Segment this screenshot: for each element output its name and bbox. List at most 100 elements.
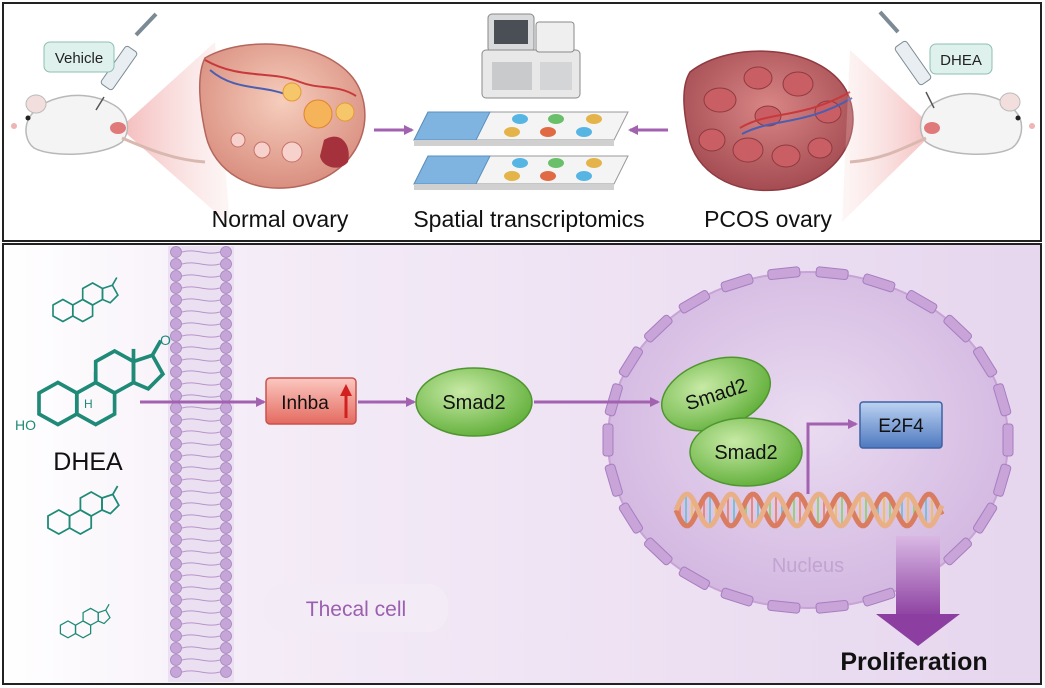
phospholipid-head <box>170 450 182 462</box>
thecal-cell-label: Thecal cell <box>306 598 406 621</box>
phospholipid-tail <box>181 658 221 662</box>
dhea-mouse <box>842 50 1035 222</box>
phospholipid-tail <box>181 334 221 338</box>
phospholipid-head <box>170 546 182 558</box>
phospholipid-tail <box>181 250 221 254</box>
phospholipid-head <box>220 642 232 654</box>
phospholipid-head <box>220 402 232 414</box>
phospholipid-head <box>170 378 182 390</box>
phospholipid-head <box>170 642 182 654</box>
syringe-right-icon <box>878 10 935 109</box>
e2f4-label: E2F4 <box>878 416 924 437</box>
phospholipid-tail <box>181 502 221 506</box>
phospholipid-head <box>170 534 182 546</box>
nuclear-pore <box>815 266 849 281</box>
phospholipid-head <box>220 582 232 594</box>
phospholipid-tail <box>181 322 221 326</box>
phospholipid-tail <box>181 670 221 674</box>
smad2-nuclear-a: Smad2 <box>660 356 772 432</box>
spatial-transcriptomics-label: Spatial transcriptomics <box>413 206 644 232</box>
nuclear-pore <box>720 587 754 607</box>
phospholipid-tail <box>181 622 221 626</box>
phospholipid-head <box>220 330 232 342</box>
phospholipid-head <box>170 402 182 414</box>
phospholipid-tail <box>181 634 221 638</box>
nuclear-pore <box>618 346 643 378</box>
phospholipid-head <box>220 618 232 630</box>
dhea-label: DHEA <box>53 448 123 476</box>
phospholipid-tail <box>181 454 221 458</box>
nuclear-pore <box>604 463 623 497</box>
phospholipid-head <box>220 534 232 546</box>
phospholipid-tail <box>181 562 221 566</box>
phospholipid-tail <box>181 538 221 542</box>
nuclear-pore <box>973 346 998 378</box>
phospholipid-head <box>170 414 182 426</box>
stereo-h-label: H <box>84 397 93 411</box>
nuclear-pore <box>678 566 711 591</box>
phospholipid-head <box>220 294 232 306</box>
proliferation-label: Proliferation <box>840 648 987 676</box>
nuclear-pore <box>720 273 754 293</box>
phospholipid-tail <box>181 574 221 578</box>
phospholipid-head <box>170 498 182 510</box>
ketone-label: O <box>160 332 171 348</box>
smad2-nuclear-b: Smad2 <box>689 417 803 487</box>
dhea-tag: DHEA <box>929 43 993 75</box>
inhba-box: Inhba <box>265 377 357 425</box>
phospholipid-tail <box>181 262 221 266</box>
phospholipid-tail <box>181 394 221 398</box>
phospholipid-head <box>170 522 182 534</box>
phospholipid-head <box>220 558 232 570</box>
phospholipid-head <box>220 654 232 666</box>
vehicle-tag-label: Vehicle <box>55 50 103 67</box>
dhea-structure-small-2 <box>47 485 120 536</box>
phospholipid-head <box>170 594 182 606</box>
phospholipid-head <box>220 270 232 282</box>
cell-membrane <box>168 246 234 682</box>
phospholipid-tail <box>181 310 221 314</box>
normal-ovary <box>198 43 366 189</box>
phospholipid-head <box>170 246 182 258</box>
nucleus-label: Nucleus <box>772 555 844 577</box>
phospholipid-tail <box>181 418 221 422</box>
nuclear-pore <box>905 289 938 314</box>
phospholipid-head <box>220 426 232 438</box>
phospholipid-head <box>170 654 182 666</box>
dna-helix <box>673 491 945 529</box>
nuclear-pore <box>618 502 643 534</box>
phospholipid-head <box>170 630 182 642</box>
phospholipid-tail <box>181 430 221 434</box>
nuclear-pore <box>993 463 1012 497</box>
phospholipid-head <box>220 498 232 510</box>
phospholipid-tail <box>181 286 221 290</box>
phospholipid-head <box>220 342 232 354</box>
ho-group-label: HO <box>15 417 36 433</box>
phospholipid-head <box>170 606 182 618</box>
phospholipid-head <box>220 450 232 462</box>
phospholipid-tail <box>181 526 221 530</box>
phospholipid-head <box>170 426 182 438</box>
dhea-structure-main <box>37 339 166 427</box>
upregulation-arrow-icon <box>340 384 352 418</box>
phospholipid-tail <box>181 550 221 554</box>
phospholipid-tail <box>181 514 221 518</box>
phospholipid-head <box>220 282 232 294</box>
smad2-cytoplasm-label: Smad2 <box>442 392 505 414</box>
phospholipid-head <box>170 486 182 498</box>
slide-lower <box>413 155 629 190</box>
nuclear-pore <box>1002 423 1014 457</box>
phospholipid-head <box>170 570 182 582</box>
nuclear-pore <box>862 587 896 607</box>
phospholipid-head <box>170 294 182 306</box>
phospholipid-head <box>170 366 182 378</box>
phospholipid-head <box>170 282 182 294</box>
phospholipid-head <box>170 510 182 522</box>
phospholipid-tail <box>181 298 221 302</box>
phospholipid-tail <box>181 490 221 494</box>
nuclear-pore <box>602 423 614 457</box>
phospholipid-head <box>220 666 232 678</box>
phospholipid-tail <box>181 610 221 614</box>
